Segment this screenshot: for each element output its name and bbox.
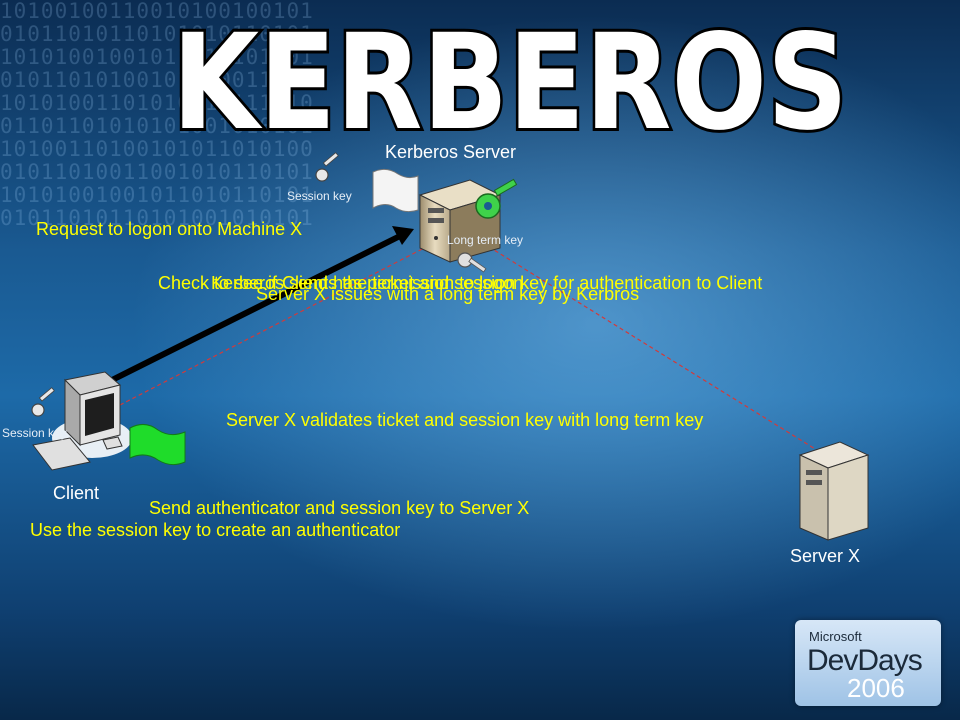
- ticket-flag-client: [129, 424, 186, 466]
- session-key-icon-client: [31, 387, 55, 417]
- binary-pattern-decoration: 10100100110010100100101 0101101011010101…: [0, 0, 314, 230]
- session-key-label-server: Session key: [287, 189, 352, 203]
- long-term-key-label: Long term key: [447, 233, 524, 247]
- server-x-icon: [798, 441, 870, 541]
- session-key-icon-server: [315, 152, 339, 182]
- message-server-x-issue: Server X issues with a long term key by …: [256, 284, 640, 304]
- slide-title: KERBEROS: [172, 6, 848, 150]
- message-use-session-key: Use the session key to create an authent…: [30, 520, 401, 540]
- server-x-label: Server X: [790, 546, 861, 566]
- message-request-logon: Request to logon onto Machine X: [36, 219, 303, 239]
- kerberos-server-label: Kerberos Server: [385, 142, 517, 162]
- grey-key-icon: [457, 252, 487, 273]
- logo-year: 2006: [847, 673, 905, 703]
- session-key-label-client: Session key: [2, 426, 67, 440]
- message-send-ticket: Kerberos sends the ticket and session ke…: [211, 273, 763, 293]
- logo-brand: Microsoft: [809, 629, 862, 644]
- kerberos-server-icon: [418, 179, 502, 263]
- client-computer-icon: [32, 371, 132, 471]
- logo-product: DevDays: [807, 644, 923, 677]
- message-validate: Server X validates ticket and session ke…: [226, 410, 704, 430]
- request-arrow: [110, 233, 402, 383]
- message-check-permission: Check to see if Client has permission to…: [158, 273, 524, 293]
- client-label: Client: [53, 483, 100, 503]
- title-graphic: KERBEROS: [170, 3, 851, 150]
- message-send-authenticator: Send authenticator and session key to Se…: [149, 498, 530, 518]
- dashed-line-client-to-server: [119, 244, 431, 406]
- request-arrowhead: [392, 226, 414, 245]
- microsoft-devdays-logo: Microsoft DevDays 2006: [795, 620, 941, 706]
- ticket-flag-server: [372, 168, 419, 213]
- long-term-key-icon: [475, 178, 518, 219]
